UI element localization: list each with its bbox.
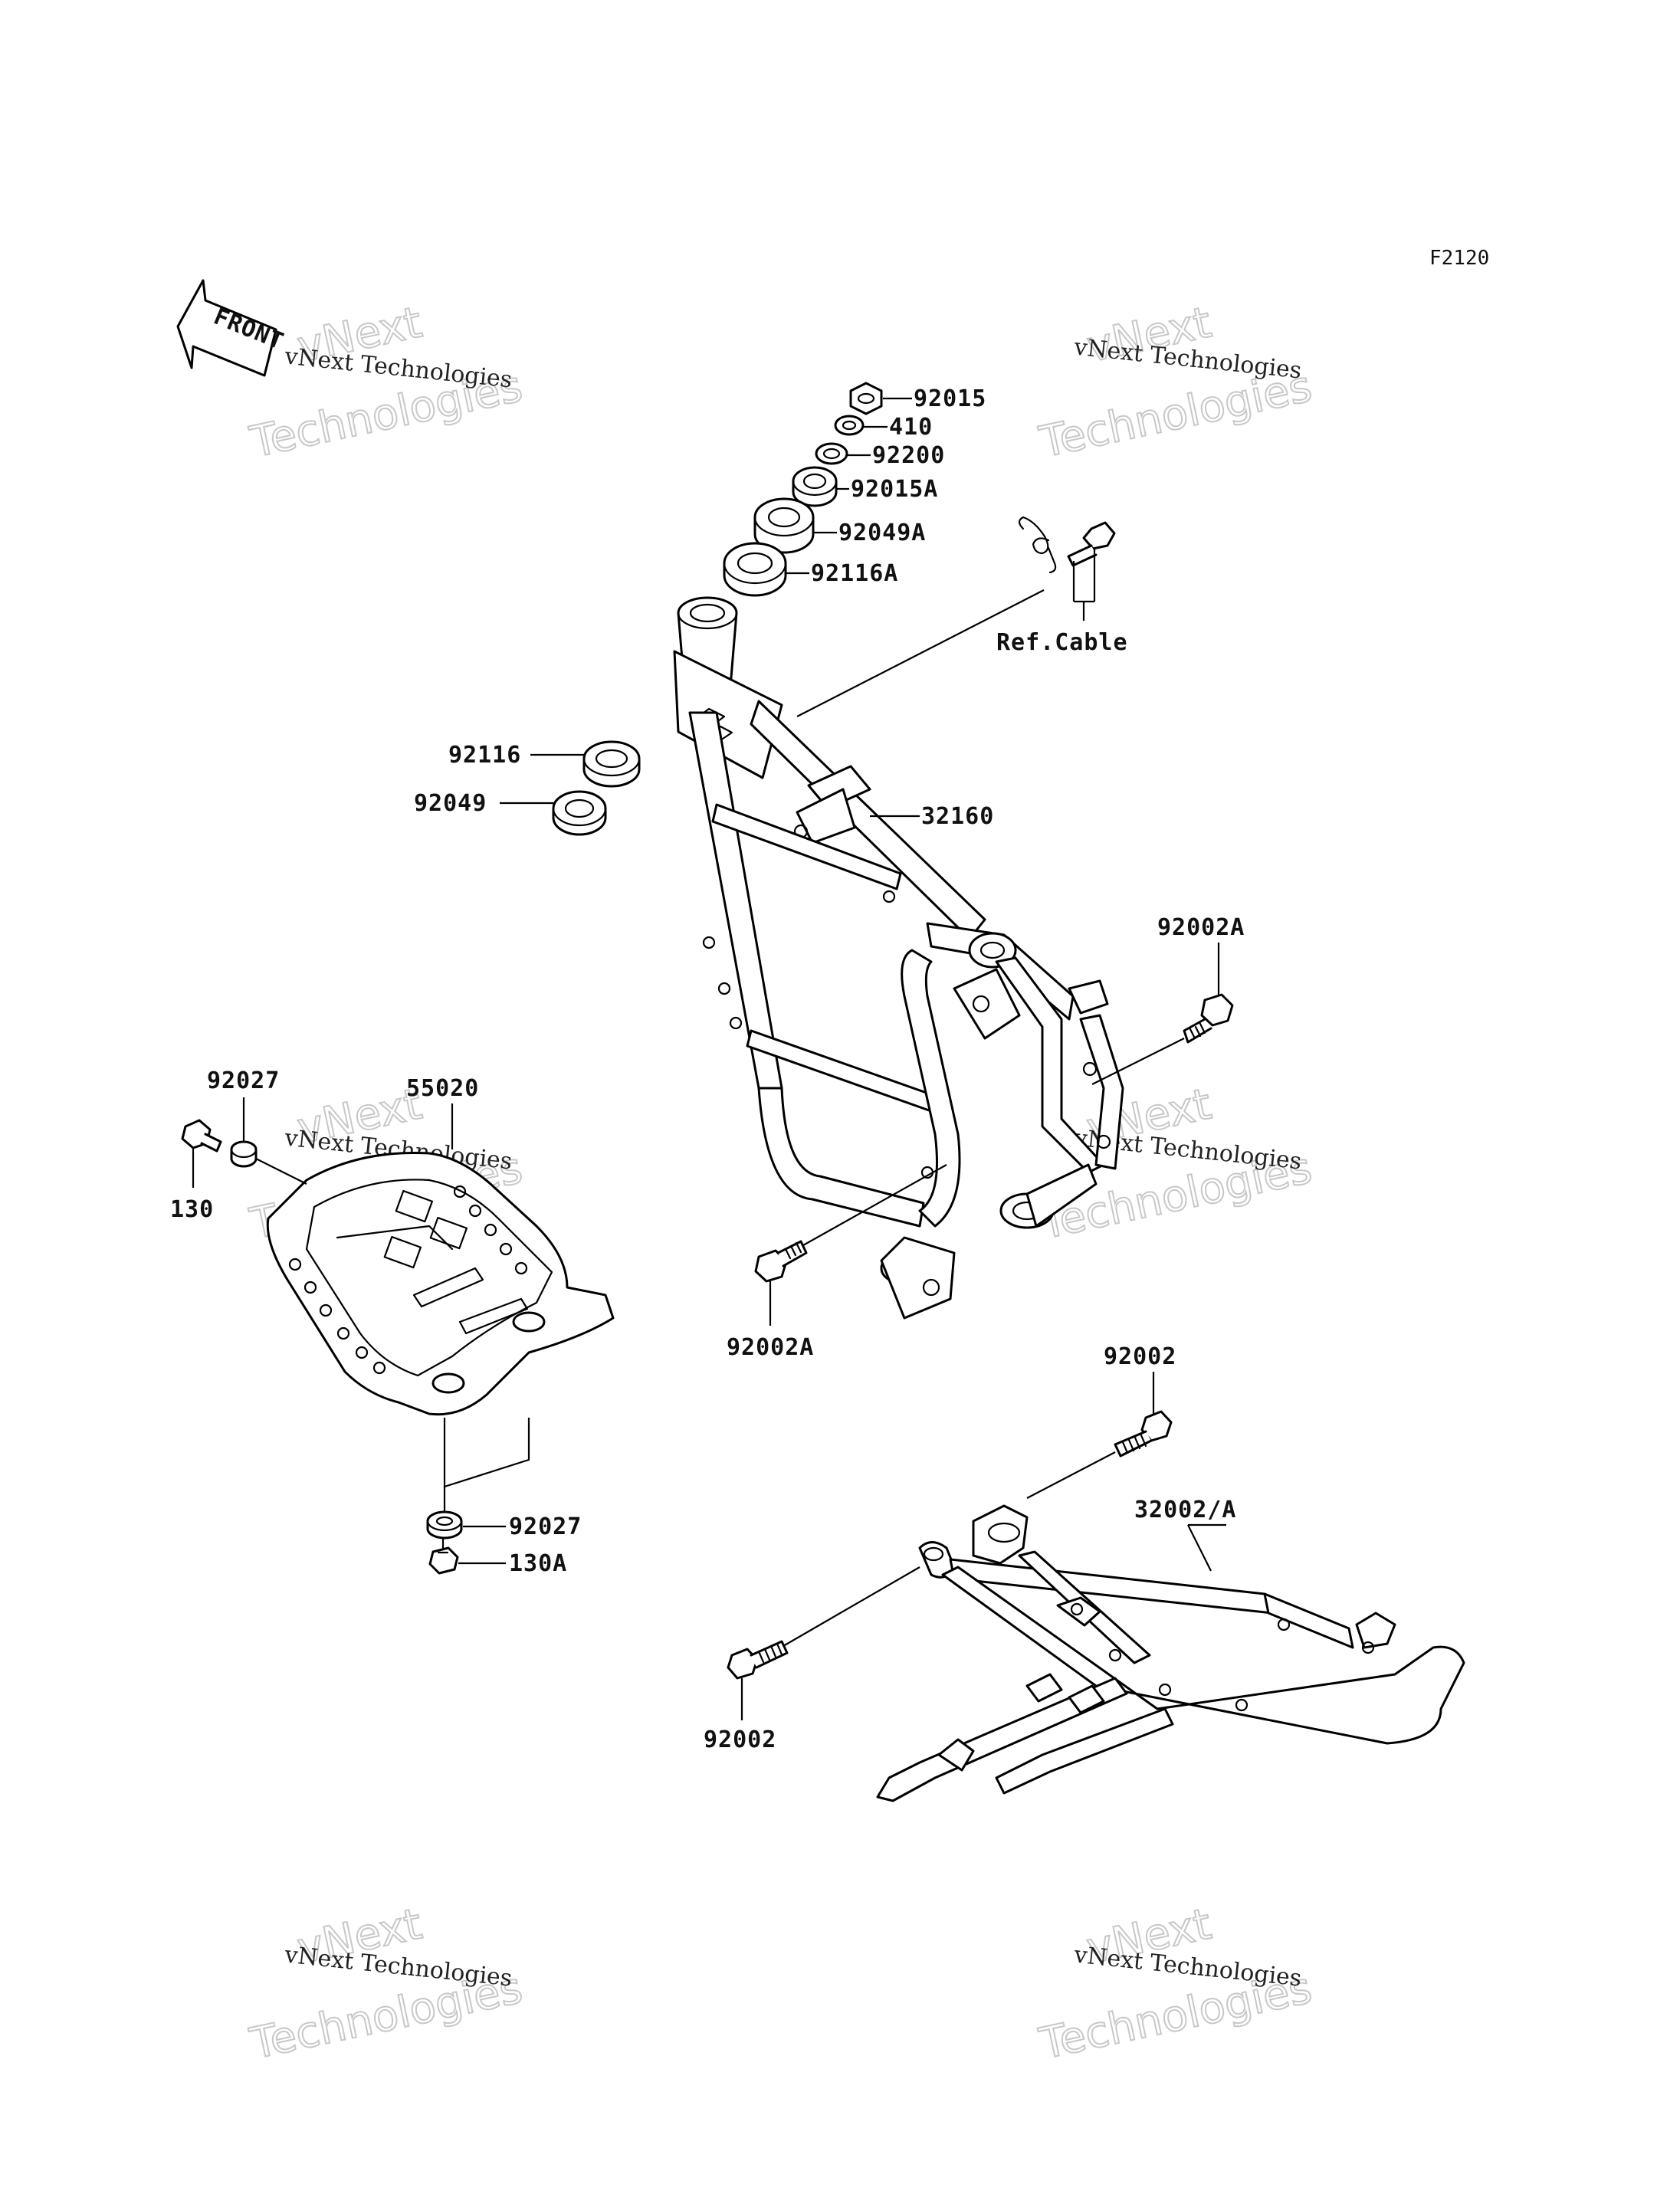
skid-plate-icon: [266, 1151, 615, 1416]
cable-bolt-icon: [1067, 521, 1116, 567]
label-ref-cable: Ref.Cable: [996, 629, 1128, 656]
washer-410-icon: [834, 415, 865, 436]
watermark-bottom-left: vNext Technologies vNext Technologies: [245, 1898, 527, 2070]
label-130a: 130A: [509, 1550, 567, 1577]
label-130: 130: [170, 1196, 214, 1223]
bolt-92002-top-icon: [1114, 1410, 1173, 1458]
label-92049a: 92049A: [838, 520, 926, 546]
label-92049: 92049: [414, 790, 487, 817]
label-92002-bottom: 92002: [704, 1726, 776, 1753]
sub-frame-icon: [876, 1504, 1465, 1802]
bolt-92002a-bottom-icon: [754, 1240, 808, 1283]
watermark-top-left: vNext Technologies vNext Technologies: [245, 297, 527, 468]
label-92002-top: 92002: [1104, 1343, 1176, 1370]
label-92200: 92200: [872, 442, 945, 469]
label-32160: 32160: [921, 803, 994, 830]
seal-92116a-icon: [723, 542, 787, 597]
watermark-bottom-right: vNext Technologies vNext Technologies: [1035, 1898, 1317, 2070]
main-frame-icon: [673, 596, 1124, 1320]
label-55020: 55020: [406, 1075, 479, 1102]
nut-92015a-icon: [792, 466, 838, 507]
label-32002a: 32002/A: [1134, 1497, 1236, 1523]
label-410: 410: [889, 414, 933, 441]
label-92002a-bottom: 92002A: [727, 1334, 814, 1361]
bearing-92049-icon: [552, 790, 607, 836]
label-92015: 92015: [914, 385, 986, 412]
bolt-92002-bottom-icon: [727, 1640, 789, 1680]
bolt-130a-icon: [428, 1537, 459, 1575]
lock-washer-92200-icon: [815, 442, 848, 465]
label-92027-bottom: 92027: [509, 1513, 582, 1540]
seal-92116-icon: [582, 740, 641, 788]
bolt-130-icon: [181, 1119, 222, 1153]
watermark-top-right: vNext Technologies vNext Technologies: [1035, 297, 1317, 468]
label-92015a: 92015A: [851, 476, 938, 503]
collar-92027-top-icon: [230, 1140, 258, 1168]
watermark-mid-right: vNext Technologies vNext Technologies: [1035, 1078, 1317, 1250]
bolt-92002a-right-icon: [1183, 993, 1234, 1044]
label-92002a-right: 92002A: [1157, 914, 1245, 941]
cable-clip-icon: [1018, 516, 1057, 574]
label-92027-top: 92027: [207, 1067, 280, 1094]
label-92116a: 92116A: [811, 560, 898, 587]
collar-92027-bottom-icon: [426, 1510, 463, 1540]
label-92116: 92116: [448, 742, 521, 769]
figure-code: F2120: [1429, 247, 1489, 270]
front-arrow-icon: FRONT: [176, 279, 287, 377]
nut-92015-icon: [849, 382, 883, 415]
